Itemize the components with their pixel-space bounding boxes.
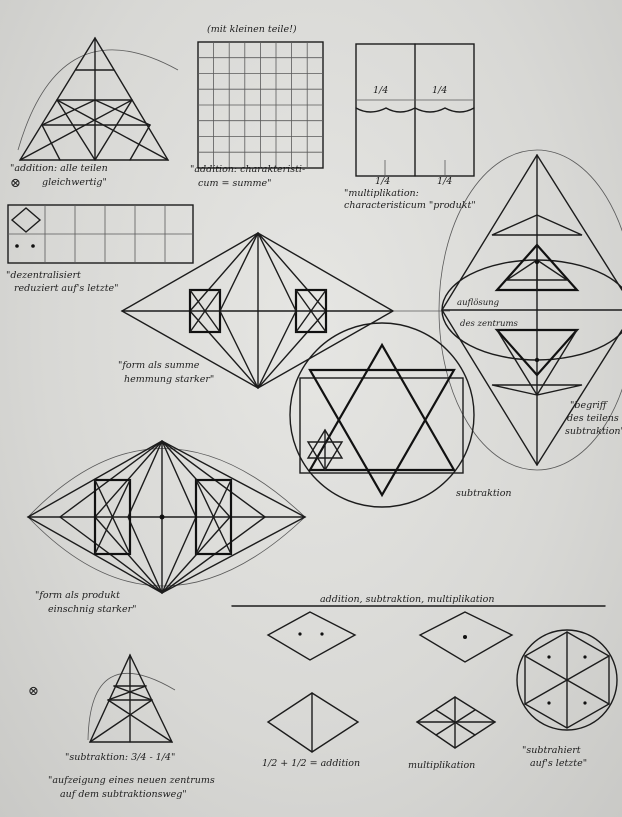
note-concept: "begriff xyxy=(570,400,606,412)
rhombus-product xyxy=(28,441,305,593)
note-form-sum-2: hemmung starker" xyxy=(124,374,214,386)
note-subtracted: "subtrahiert xyxy=(522,745,581,757)
fraction-label-2: 1/4 xyxy=(432,85,447,97)
note-sum: cum = summe" xyxy=(198,178,271,190)
fraction-label-3: 1/4 xyxy=(375,176,390,188)
note-subtracted-2: auf's letzte" xyxy=(530,758,587,770)
small-rhombus-1 xyxy=(268,612,355,660)
note-new-center-2: auf dem subtraktionsweg" xyxy=(60,789,187,801)
multiplication-rects xyxy=(356,44,474,176)
triangle-addition xyxy=(18,38,178,160)
note-reduced: reduziert auf's letzte" xyxy=(14,283,119,295)
small-rhombus-4 xyxy=(417,697,495,748)
grid-square xyxy=(198,42,323,168)
note-multiplication-2: multiplikation xyxy=(408,760,475,772)
note-center-dissolved: auflösung xyxy=(457,297,499,309)
note-form-product: "form als produkt xyxy=(35,590,120,602)
crossed-circle-symbol-2: ⊗ xyxy=(28,686,39,698)
note-addition-2: gleichwertig" xyxy=(42,177,107,189)
fraction-label-4: 1/4 xyxy=(437,176,452,188)
crossed-circle-symbol: ⊗ xyxy=(10,178,21,190)
note-subtraction-fraction: "subtraktion: 3/4 - 1/4" xyxy=(65,752,175,764)
note-new-center: "aufzeigung eines neuen zentrums xyxy=(48,775,215,787)
small-rhombus-2 xyxy=(420,612,512,662)
hexagon-circle xyxy=(517,630,617,730)
note-product: characteristicum "produkt" xyxy=(344,200,476,212)
note-addition: "addition: alle teilen xyxy=(10,163,108,175)
triangle-subtraction xyxy=(88,655,175,742)
note-addition-characteristic: "addition: charakteristi- xyxy=(190,164,305,176)
small-rhombus-3 xyxy=(268,693,358,752)
note-operations: addition, subtraktion, multiplikation xyxy=(320,594,494,606)
note-form-product-2: einschnig starker" xyxy=(48,604,137,616)
note-with-small-parts: (mit kleinen teile!) xyxy=(207,24,297,36)
note-multiplication: "multiplikation: xyxy=(344,188,419,200)
decentral-strip xyxy=(8,205,193,263)
note-half-addition: 1/2 + 1/2 = addition xyxy=(262,758,360,770)
note-center-dissolved-2: des zentrums xyxy=(460,318,518,330)
note-concept-2: des teilens xyxy=(567,413,619,425)
note-form-sum: "form als summe xyxy=(118,360,199,372)
note-decentralized: "dezentralisiert xyxy=(6,270,81,282)
note-subtraction: subtraktion xyxy=(456,488,512,500)
note-concept-3: subtraktion" xyxy=(565,426,622,438)
circle-hexagram xyxy=(290,323,474,507)
fraction-label-1: 1/4 xyxy=(373,85,388,97)
